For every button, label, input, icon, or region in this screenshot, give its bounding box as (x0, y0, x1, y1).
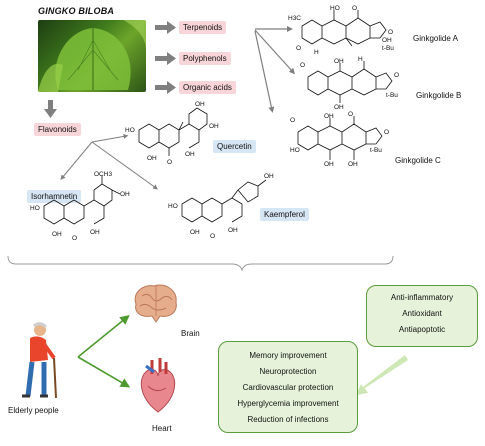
effect-item: Anti-inflammatory (390, 293, 454, 302)
atom-o: O (167, 159, 172, 166)
ginkgolide-a-structure: H3C HO O O OH t-Bu O H (288, 5, 394, 56)
label-ginkgolide-b: Ginkgolide B (416, 91, 462, 100)
brain-icon (134, 284, 177, 323)
effect-item: Antiapoptotic (398, 325, 446, 334)
label-isorhamnetin: Isorhamnetin (27, 190, 82, 203)
atom-oh: OH (348, 161, 358, 168)
atom-o: O (388, 29, 393, 36)
atom-o: O (384, 129, 389, 136)
atom-oh: OH (334, 104, 344, 111)
atom-oh: OH (147, 155, 157, 162)
atom-och3: OCH3 (94, 171, 112, 178)
label-brain: Brain (181, 329, 200, 338)
atom-ho: HO (330, 5, 340, 12)
label-polyphenols: Polyphenols (179, 52, 231, 65)
benefit-item: Reduction of infections (247, 415, 329, 424)
atom-o: O (210, 233, 215, 240)
atom-oh: OH (209, 123, 219, 130)
benefit-item: Neuroprotection (259, 367, 317, 376)
atom-ho: HO (125, 127, 135, 134)
kaempferol-structure: HO OH O OH OH (168, 173, 274, 240)
atom-h: H (358, 56, 363, 63)
atom-oh: OH (334, 58, 344, 65)
atom-oh: OH (264, 173, 274, 180)
arrow-polyphenols (155, 52, 176, 65)
label-ginkgolide-c: Ginkgolide C (395, 156, 441, 165)
atom-oh: OH (324, 113, 334, 120)
elderly-person-icon (22, 322, 57, 399)
benefit-item: Memory improvement (249, 351, 327, 360)
label-heart: Heart (152, 424, 172, 433)
atom-o: O (394, 72, 399, 79)
label-terpenoids: Terpenoids (179, 21, 227, 34)
atom-ho: HO (30, 205, 40, 212)
heart-icon (140, 358, 176, 413)
benefits-box: Memory improvement Neuroprotection Cardi… (218, 341, 358, 433)
atom-tbu: t-Bu (370, 147, 382, 154)
arrow-terpenoids (155, 21, 176, 34)
ginkgolide-b-structure: O OH H O t-Bu OH (300, 56, 399, 111)
atom-oh: OH (190, 229, 200, 236)
ginkgolide-c-structure: O OH O O HO t-Bu OH OH (290, 111, 389, 168)
atom-oh: OH (324, 161, 334, 168)
atom-o: O (348, 111, 353, 118)
atom-h3c: H3C (288, 15, 301, 22)
label-organic-acids: Organic acids (179, 81, 236, 94)
atom-o: O (290, 117, 295, 124)
atom-oh: OH (382, 37, 392, 44)
arrow-flavonoids (44, 100, 57, 118)
label-quercetin: Quercetin (213, 140, 256, 153)
effect-item: Antioxidant (402, 309, 442, 318)
atom-o: O (352, 5, 357, 12)
atom-oh: OH (90, 229, 100, 236)
atom-oh: OH (195, 101, 205, 108)
effects-box: Anti-inflammatory Antioxidant Antiapopto… (366, 285, 478, 347)
atom-o: O (296, 45, 301, 52)
atom-ho: HO (290, 147, 300, 154)
atom-o: O (300, 62, 305, 69)
title: GINGKO BILOBA (38, 6, 115, 16)
atom-o: O (72, 235, 77, 242)
quercetin-structure: HO OH O OH OH OH (125, 101, 219, 166)
atom-oh: OH (185, 151, 195, 158)
atom-tbu: t-Bu (382, 45, 394, 52)
benefit-item: Hyperglycemia improvement (237, 399, 339, 408)
arrow-organic-acids (155, 81, 176, 94)
atom-oh: OH (228, 227, 238, 234)
atom-tbu: t-Bu (386, 92, 398, 99)
atom-oh: OH (52, 231, 62, 238)
atom-oh: OH (120, 191, 130, 198)
label-elderly-people: Elderly people (8, 406, 59, 415)
isorhamnetin-structure: HO OH O OH OCH3 OH (30, 171, 130, 242)
label-kaempferol: Kaempferol (260, 208, 309, 221)
light-green-arrow (356, 355, 408, 395)
label-flavonoids: Flavonoids (34, 123, 81, 136)
atom-h: H (314, 49, 319, 56)
ginkgo-leaf-photo (38, 20, 146, 92)
benefit-item: Cardiovascular protection (242, 383, 334, 392)
atom-ho: HO (168, 203, 178, 210)
label-ginkgolide-a: Ginkgolide A (413, 34, 458, 43)
